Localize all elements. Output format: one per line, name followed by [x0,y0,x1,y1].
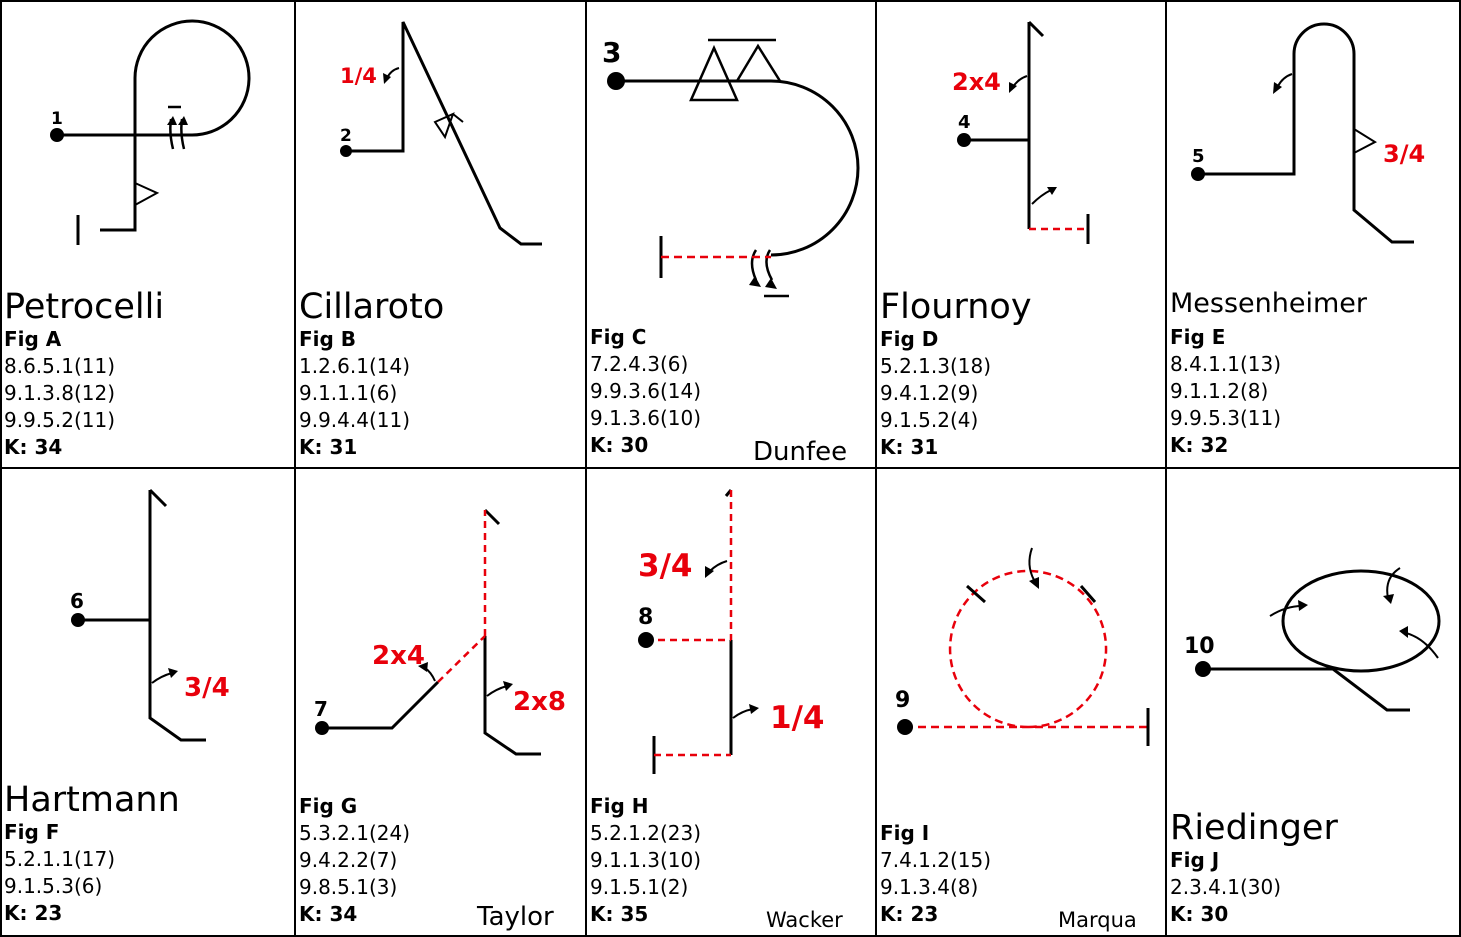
aresti-code-d-1: 5.2.1.3(18) [880,354,992,378]
aresti-code-b-3: 9.9.4.4(11) [299,408,411,432]
aresti-code-g-2: 9.4.2.2(7) [299,848,398,872]
figure-label-b: Fig B [299,327,357,351]
figure-cell-h: 8 3/4 1/4 Fig H 5.2.1.2(23) 9.1.1.3(10) … [586,468,876,937]
roll-label-h-2: 1/4 [770,700,824,736]
aresti-code-d-2: 9.4.1.2(9) [880,381,979,405]
pilot-name-e: Messenheimer [1170,288,1368,319]
figure-label-j: Fig J [1170,848,1220,872]
figure-cell-b: 2 1/4 Cillaroto Fig B 1.2.6.1(14) 9.1.1.… [295,0,586,468]
figure-info-d: Flournoy Fig D 5.2.1.3(18) 9.4.1.2(9) 9.… [880,290,1032,464]
aresti-code-b-1: 1.2.6.1(14) [299,354,411,378]
sequence-number-j: 10 [1184,634,1215,659]
k-factor-d: K: 31 [880,435,939,459]
k-factor-i: K: 23 [880,902,939,926]
roll-label-g-2: 2x8 [513,687,566,717]
sequence-number-d: 4 [958,112,971,133]
figure-label-d: Fig D [880,327,939,351]
pilot-name-a: Petrocelli [4,287,165,327]
figure-info-i: Fig I 7.4.1.2(15) 9.1.3.4(8) K: 23 [880,823,991,931]
figure-cell-e: 5 3/4 Messenheimer Fig E 8.4.1.1(13) 9.1… [1166,0,1461,468]
aresti-code-a-2: 9.1.3.8(12) [4,381,116,405]
pilot-name-f: Hartmann [4,780,180,820]
figure-info-j: Riedinger Fig J 2.3.4.1(30) K: 30 [1170,811,1338,931]
figure-cell-i: 9 Fig I 7.4.1.2(15) 9.1.3.4(8) K: 23 Mar… [876,468,1166,937]
figure-info-f: Hartmann Fig F 5.2.1.1(17) 9.1.5.3(6) K:… [4,783,180,930]
aresti-code-g-3: 9.8.5.1(3) [299,875,398,899]
aresti-code-j-1: 2.3.4.1(30) [1170,875,1282,899]
sequence-number-i: 9 [895,688,910,713]
figure-info-h: Fig H 5.2.1.2(23) 9.1.1.3(10) 9.1.5.1(2)… [590,796,701,931]
k-factor-b: K: 31 [299,435,358,459]
figure-label-h: Fig H [590,794,649,818]
aresti-code-e-3: 9.9.5.3(11) [1170,406,1282,430]
aresti-code-e-1: 8.4.1.1(13) [1170,352,1282,376]
pilot-name-h: Wacker [766,908,843,932]
k-factor-f: K: 23 [4,901,63,925]
sequence-number-a: 1 [51,109,63,129]
figure-info-c: Fig C 7.2.4.3(6) 9.9.3.6(14) 9.1.3.6(10)… [590,327,701,462]
aresti-code-c-3: 9.1.3.6(10) [590,406,702,430]
roll-label-h-1: 3/4 [638,548,692,584]
sequence-number-h: 8 [638,605,653,630]
pilot-name-j: Riedinger [1170,808,1338,848]
aresti-code-f-1: 5.2.1.1(17) [4,847,116,871]
aresti-code-g-1: 5.3.2.1(24) [299,821,411,845]
k-factor-j: K: 30 [1170,902,1229,926]
figure-label-i: Fig I [880,821,930,845]
aresti-code-c-1: 7.2.4.3(6) [590,352,689,376]
figure-label-f: Fig F [4,820,60,844]
k-factor-e: K: 32 [1170,433,1229,457]
pilot-name-c: Dunfee [753,437,848,467]
figure-info-b: Cillaroto Fig B 1.2.6.1(14) 9.1.1.1(6) 9… [299,290,444,464]
figure-info-g: Fig G 5.3.2.1(24) 9.4.2.2(7) 9.8.5.1(3) … [299,796,410,931]
figure-cell-d: 4 2x4 Flournoy Fig D 5.2.1.3(18) 9.4.1.2… [876,0,1166,468]
aresti-code-a-1: 8.6.5.1(11) [4,354,116,378]
roll-label-e: 3/4 [1383,140,1425,168]
roll-label-f: 3/4 [184,673,230,703]
aresti-code-i-1: 7.4.1.2(15) [880,848,992,872]
figure-cell-c: 3 Fig C 7.2.4.3(6) 9.9.3.6(14) 9.1.3.6(1… [586,0,876,468]
aresti-code-d-3: 9.1.5.2(4) [880,408,979,432]
aresti-code-b-2: 9.1.1.1(6) [299,381,398,405]
k-factor-g: K: 34 [299,902,358,926]
pilot-name-d: Flournoy [880,287,1032,327]
sequence-number-g: 7 [314,697,328,721]
aresti-code-f-2: 9.1.5.3(6) [4,874,103,898]
figure-info-e: Messenheimer Fig E 8.4.1.1(13) 9.1.1.2(8… [1170,290,1367,462]
roll-label-d: 2x4 [952,68,1001,96]
figure-cell-a: 1 Petrocelli Fig A 8.6.5.1(11) 9.1.3.8(1… [0,0,295,468]
figure-label-c: Fig C [590,325,647,349]
aresti-code-h-2: 9.1.1.3(10) [590,848,702,872]
roll-label-g-1: 2x4 [372,641,425,671]
k-factor-a: K: 34 [4,435,63,459]
pilot-name-b: Cillaroto [299,287,445,327]
aresti-code-c-2: 9.9.3.6(14) [590,379,702,403]
figure-cell-f: 6 3/4 Hartmann Fig F 5.2.1.1(17) 9.1.5.3… [0,468,295,937]
roll-label-b: 1/4 [340,64,377,88]
aresti-code-e-2: 9.1.1.2(8) [1170,379,1269,403]
aresti-code-a-3: 9.9.5.2(11) [4,408,116,432]
sequence-number-b: 2 [340,126,352,146]
figure-label-g: Fig G [299,794,358,818]
aresti-code-i-2: 9.1.3.4(8) [880,875,979,899]
sequence-number-f: 6 [70,589,84,613]
sequence-number-c: 3 [602,36,621,69]
aresti-code-h-3: 9.1.5.1(2) [590,875,689,899]
figure-label-a: Fig A [4,327,62,351]
pilot-name-g: Taylor [477,902,554,932]
k-factor-h: K: 35 [590,902,649,926]
aresti-code-h-1: 5.2.1.2(23) [590,821,702,845]
pilot-name-i: Marqua [1058,908,1137,932]
figure-info-a: Petrocelli Fig A 8.6.5.1(11) 9.1.3.8(12)… [4,290,164,464]
figure-label-e: Fig E [1170,325,1226,349]
figure-cell-g: 7 2x4 2x8 Fig G 5.3.2.1(24) 9.4.2.2(7) 9… [295,468,586,937]
sequence-number-e: 5 [1192,146,1205,167]
figure-cell-j: 10 Riedinger Fig J 2.3.4.1(30) K: 30 [1166,468,1461,937]
k-factor-c: K: 30 [590,433,649,457]
